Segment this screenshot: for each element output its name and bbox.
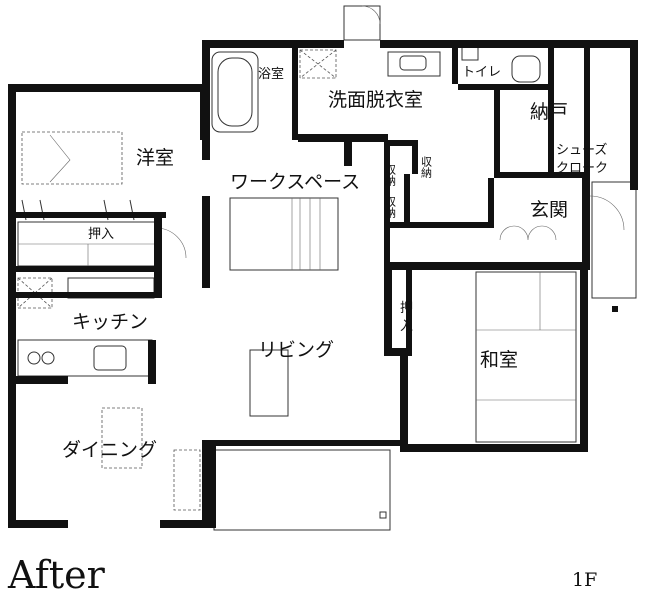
label-japanese-room: 和室 [480,349,518,371]
label-dining: ダイニング [62,439,157,461]
label-entrance: 玄関 [530,199,568,221]
label-shoe-closet-1: シューズ [556,142,607,158]
label-kitchen: キッチン [72,311,148,333]
label-shoe-closet-2: クローク [556,161,608,176]
label-storage-2: 収納 [420,156,433,179]
label-storage-1: 収納 [384,164,397,187]
label-western-room: 洋室 [136,147,174,169]
label-closet-west: 押入 [88,227,114,242]
label-workspace: ワークスペース [230,171,360,193]
room-labels: 浴室 洗面脱衣室 トイレ 納戸 シューズ クローク 洋室 ワークスペース 収納 … [62,65,608,461]
label-closet-east-2: 入 [400,319,413,334]
label-storage-3: 収納 [384,196,397,219]
floor-label: 1F [572,569,597,591]
label-living: リビング [258,339,334,361]
label-toilet: トイレ [462,65,501,80]
label-bath: 浴室 [258,66,284,82]
label-washroom: 洗面脱衣室 [328,89,423,111]
plan-title: After [7,553,106,594]
label-storeroom: 納戸 [530,101,568,123]
label-closet-east-1: 押 [400,301,413,316]
walls [8,40,638,528]
